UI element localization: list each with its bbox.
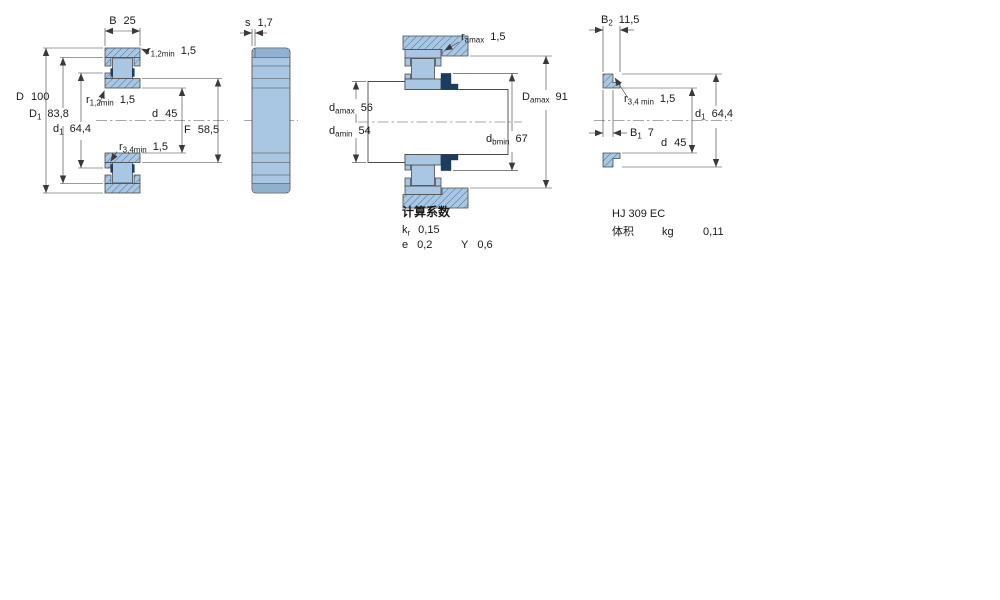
outer-ring-top-body: [104, 47, 141, 58]
mass-label: 体积: [612, 224, 634, 238]
side-view-ring-edges: [252, 48, 290, 184]
dim-s: [240, 29, 267, 46]
designation-block: HJ 309 EC 体积 kg 0,11: [612, 208, 724, 238]
dim-db: [453, 73, 518, 171]
dim-d1-ring: [622, 73, 722, 168]
dim-d1: [77, 72, 103, 169]
side-view-body: [251, 47, 291, 194]
mounted-angle-ring-top: [440, 73, 459, 90]
mounted-angle-ring-bottom: [440, 154, 459, 171]
dim-B1: [589, 90, 627, 137]
outer-ring-bottom-flange-left: [104, 174, 112, 184]
dim-D: [42, 47, 103, 194]
mounted-outer-ring-top: [404, 49, 442, 59]
dim-B2: [589, 26, 634, 72]
mounted-inner-flange-bottom: [404, 164, 411, 171]
side-view-outer-ring-top: [253, 49, 289, 58]
outer-ring-bottom-body: [104, 183, 141, 194]
mounted-inner-flange-top: [404, 73, 411, 80]
leader-r34-ring: [614, 77, 629, 99]
inner-ring-top-body: [104, 78, 141, 89]
outer-ring-bottom-flange-right: [133, 174, 141, 184]
housing-top: [402, 35, 469, 57]
dim-d: [142, 87, 186, 154]
mounted-outer-flange-right-bottom: [435, 177, 442, 187]
mounted-inner-ring-bottom: [404, 154, 442, 166]
leader-r12-top: [141, 48, 150, 56]
mounted-inner-ring-top: [404, 78, 442, 90]
dim-B: [104, 27, 141, 46]
dim-F: [142, 78, 222, 163]
roller-bottom: [112, 162, 133, 184]
mounted-outer-flange-left-bottom: [404, 177, 411, 187]
dim-D1: [59, 57, 103, 184]
inner-ring-bottom-flange: [104, 162, 112, 169]
cage-top-left: [110, 68, 113, 77]
roller-top: [112, 57, 133, 79]
cage-top-right: [131, 68, 135, 77]
leader-r34: [110, 151, 118, 162]
mounted-outer-ring-bottom: [404, 185, 442, 195]
dim-d-ring: [622, 87, 697, 154]
cage-bottom-right: [131, 164, 135, 173]
mounted-roller-top: [411, 58, 435, 80]
angle-ring-bottom-section: [602, 152, 621, 168]
mounted-bearing-top: [404, 49, 442, 90]
dim-Da: [470, 55, 552, 189]
mounted-roller-bottom: [411, 164, 435, 186]
mass-unit: kg: [662, 226, 674, 238]
side-view-outer-ring-bottom: [253, 183, 289, 192]
mounted-outer-flange-right-top: [435, 57, 442, 67]
leader-r12-mid: [98, 90, 105, 106]
cage-bottom-left: [110, 164, 113, 173]
mounted-bearing-bottom: [404, 154, 442, 195]
calculation-factors-title: 计算系数: [402, 204, 451, 219]
leader-ra: [444, 41, 460, 51]
angle-ring-designation: HJ 309 EC: [612, 208, 665, 220]
mounted-outer-flange-left-top: [404, 57, 411, 67]
outer-ring-top-flange-right: [133, 57, 141, 67]
housing-bottom: [402, 187, 469, 209]
angle-ring-top-section: [602, 73, 621, 89]
outer-ring-top-flange-left: [104, 57, 112, 67]
inner-ring-top-flange: [104, 72, 112, 79]
mass-value: 0,11: [703, 226, 724, 238]
dim-da: [352, 81, 366, 163]
